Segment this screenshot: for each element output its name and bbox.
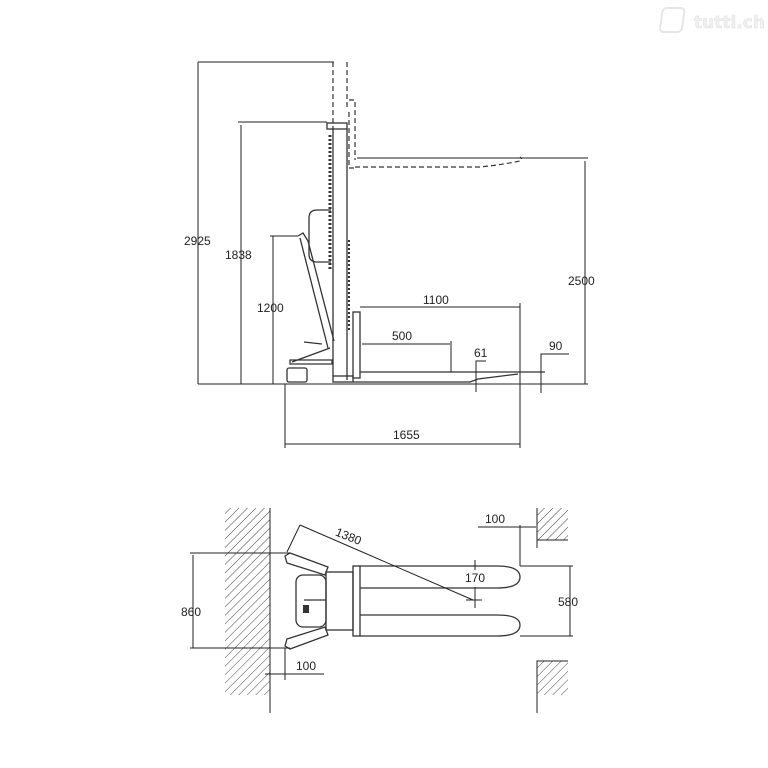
dim-line — [475, 360, 486, 392]
dim-label-170: 170 — [465, 571, 485, 585]
dim-label-1200: 1200 — [257, 301, 284, 315]
side-view: 2925 1838 1200 2500 1100 500 61 90 1655 — [184, 61, 595, 448]
chassis — [325, 571, 354, 631]
dim-line — [299, 524, 474, 601]
dim-label-100-top: 100 — [485, 512, 505, 526]
watermark-logo: tutti.ch — [659, 7, 765, 33]
fork-leg — [353, 373, 519, 383]
dim-label-580: 580 — [558, 595, 578, 609]
steering-plate — [289, 347, 333, 365]
raised-fork-outline — [348, 99, 523, 169]
wall-edge — [536, 660, 568, 713]
watermark-text: tutti.ch — [694, 13, 765, 33]
dim-label-1100: 1100 — [423, 293, 449, 307]
control-block — [303, 605, 309, 613]
tiller-handle — [297, 232, 335, 349]
dim-label-61: 61 — [474, 346, 488, 360]
fork-lower — [360, 614, 521, 637]
dim-label-860: 860 — [181, 605, 201, 619]
mast-base — [332, 375, 354, 383]
dim-label-100-bottom: 100 — [296, 659, 316, 673]
wall-left — [225, 508, 270, 695]
caster-arm-upper — [284, 552, 329, 576]
top-view: 860 580 1380 170 100 100 — [181, 508, 578, 713]
wall-top-right — [537, 508, 568, 540]
caster-arm-lower — [284, 626, 329, 650]
wall-bottom-right — [537, 661, 568, 695]
fork-carriage — [352, 311, 361, 379]
dim-line — [540, 353, 569, 393]
drive-wheel — [286, 367, 308, 383]
grab-handle — [308, 209, 331, 263]
raised-mast-outline — [332, 62, 348, 130]
fork-upper — [360, 565, 521, 589]
fork-carriage — [352, 565, 361, 637]
dim-label-2500: 2500 — [568, 274, 595, 288]
dim-label-2925: 2925 — [184, 234, 211, 248]
tiller-head — [295, 574, 327, 628]
dim-line — [286, 524, 301, 553]
dim-label-1380: 1380 — [333, 525, 363, 548]
wall-edge — [536, 508, 568, 548]
dim-label-1838: 1838 — [225, 248, 252, 262]
mast-top-cap — [326, 122, 348, 130]
dim-label-1655: 1655 — [393, 428, 420, 442]
pedal — [303, 341, 323, 345]
dim-label-500: 500 — [392, 329, 412, 343]
dim-label-90: 90 — [549, 339, 563, 353]
